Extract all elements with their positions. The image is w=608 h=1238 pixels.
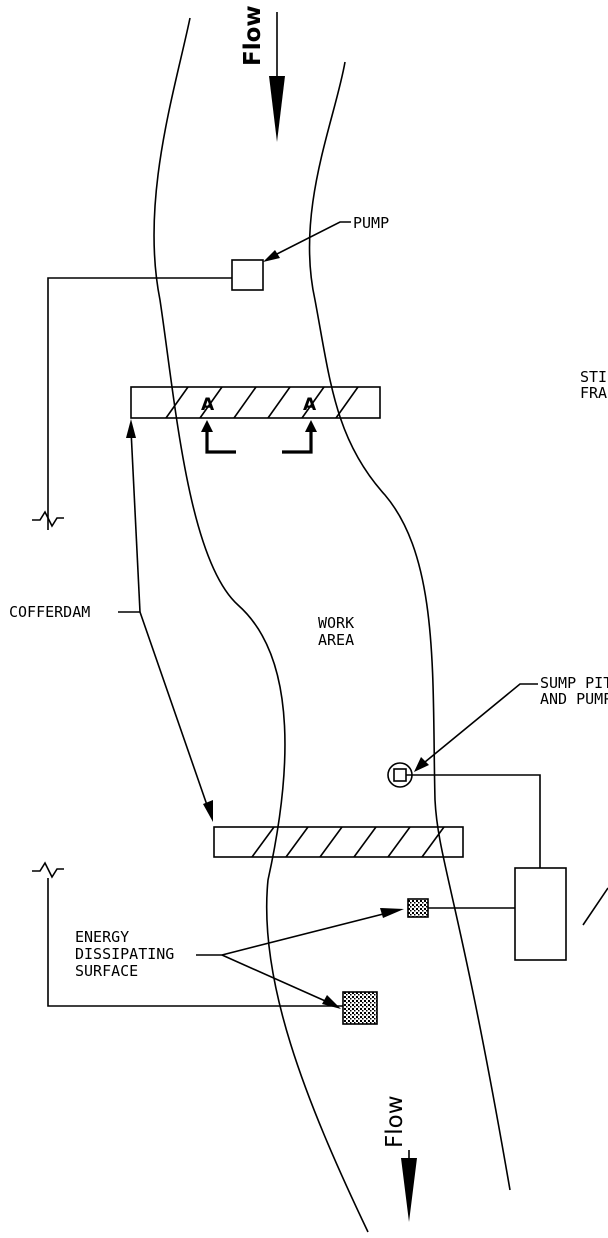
upper-cofferdam-hatch xyxy=(199,386,223,419)
pump-label: PUMP xyxy=(353,214,389,232)
cofferdam-leader-lower xyxy=(139,611,209,809)
lower-cofferdam-hatch xyxy=(319,826,343,858)
pump-box xyxy=(231,259,264,291)
energy-dissipator-small xyxy=(407,898,429,918)
section-cut-left-arrowhead xyxy=(201,420,213,432)
energy-leader-upper-arrowhead xyxy=(380,908,404,918)
cofferdam-leader-upper-arrowhead xyxy=(126,419,136,438)
treatment-tank xyxy=(514,867,567,961)
pump-discharge-line xyxy=(47,277,232,530)
energy-leader-lower-arrowhead xyxy=(322,995,341,1009)
sump-pit-label-line2: AND PUMP xyxy=(540,690,608,708)
break-symbol-top xyxy=(32,510,64,528)
upper-cofferdam-hatch xyxy=(233,386,257,419)
stream-frame-label-line1: STI xyxy=(580,368,607,386)
lower-cofferdam-hatch xyxy=(285,826,309,858)
flow-arrow-top-head xyxy=(269,76,285,142)
work-area-label-line2: AREA xyxy=(318,631,354,649)
energy-leader-upper xyxy=(221,910,396,956)
upper-cofferdam-hatch xyxy=(267,386,291,419)
tank-leader-partial xyxy=(582,887,608,926)
cofferdam-label: COFFERDAM xyxy=(9,603,90,621)
energy-label-line3: SURFACE xyxy=(75,962,138,980)
energy-dissipator-large xyxy=(342,991,378,1025)
lower-cofferdam-hatch xyxy=(421,826,445,858)
pump-leader-arrowhead xyxy=(263,250,280,262)
upper-cofferdam-hatch xyxy=(335,386,359,419)
cofferdam-leader-lower-arrowhead xyxy=(203,800,213,822)
lower-cofferdam-hatch xyxy=(251,826,275,858)
energy-label-line1: ENERGY xyxy=(75,928,129,946)
break-symbol-bottom xyxy=(32,861,64,879)
section-cut-right xyxy=(282,428,313,454)
upper-cofferdam-hatch xyxy=(301,386,325,419)
flow-label-bottom: Flow xyxy=(382,1095,408,1148)
lower-cofferdam-hatch xyxy=(387,826,411,858)
section-cut-left xyxy=(205,428,236,454)
work-area-label-line1: WORK xyxy=(318,614,354,632)
energy-leader-lower xyxy=(221,954,333,1005)
sump-leader-arrowhead xyxy=(414,757,429,772)
energy-label-line2: DISSIPATING xyxy=(75,945,174,963)
section-marker-right: A xyxy=(303,395,317,415)
section-marker-left: A xyxy=(201,395,215,415)
flow-label-top: Flow xyxy=(240,5,266,66)
sump-discharge-line xyxy=(406,774,541,868)
cofferdam-leader-upper xyxy=(130,429,141,613)
sump-leader-line xyxy=(424,683,538,763)
lower-cofferdam xyxy=(213,826,464,858)
pump-leader-line xyxy=(274,221,351,256)
lower-discharge-line xyxy=(47,878,343,1007)
sump-pump xyxy=(393,768,407,782)
stream-right-bank xyxy=(308,61,511,1191)
sump-pit-label-line1: SUMP PIT xyxy=(540,674,608,692)
section-cut-right-arrowhead xyxy=(305,420,317,432)
stream-frame-label-line2: FRA xyxy=(580,384,607,402)
lower-cofferdam-hatch xyxy=(353,826,377,858)
stream-left-bank xyxy=(153,17,369,1233)
upper-cofferdam-hatch xyxy=(165,386,189,419)
flow-arrow-bottom-head xyxy=(401,1158,417,1222)
